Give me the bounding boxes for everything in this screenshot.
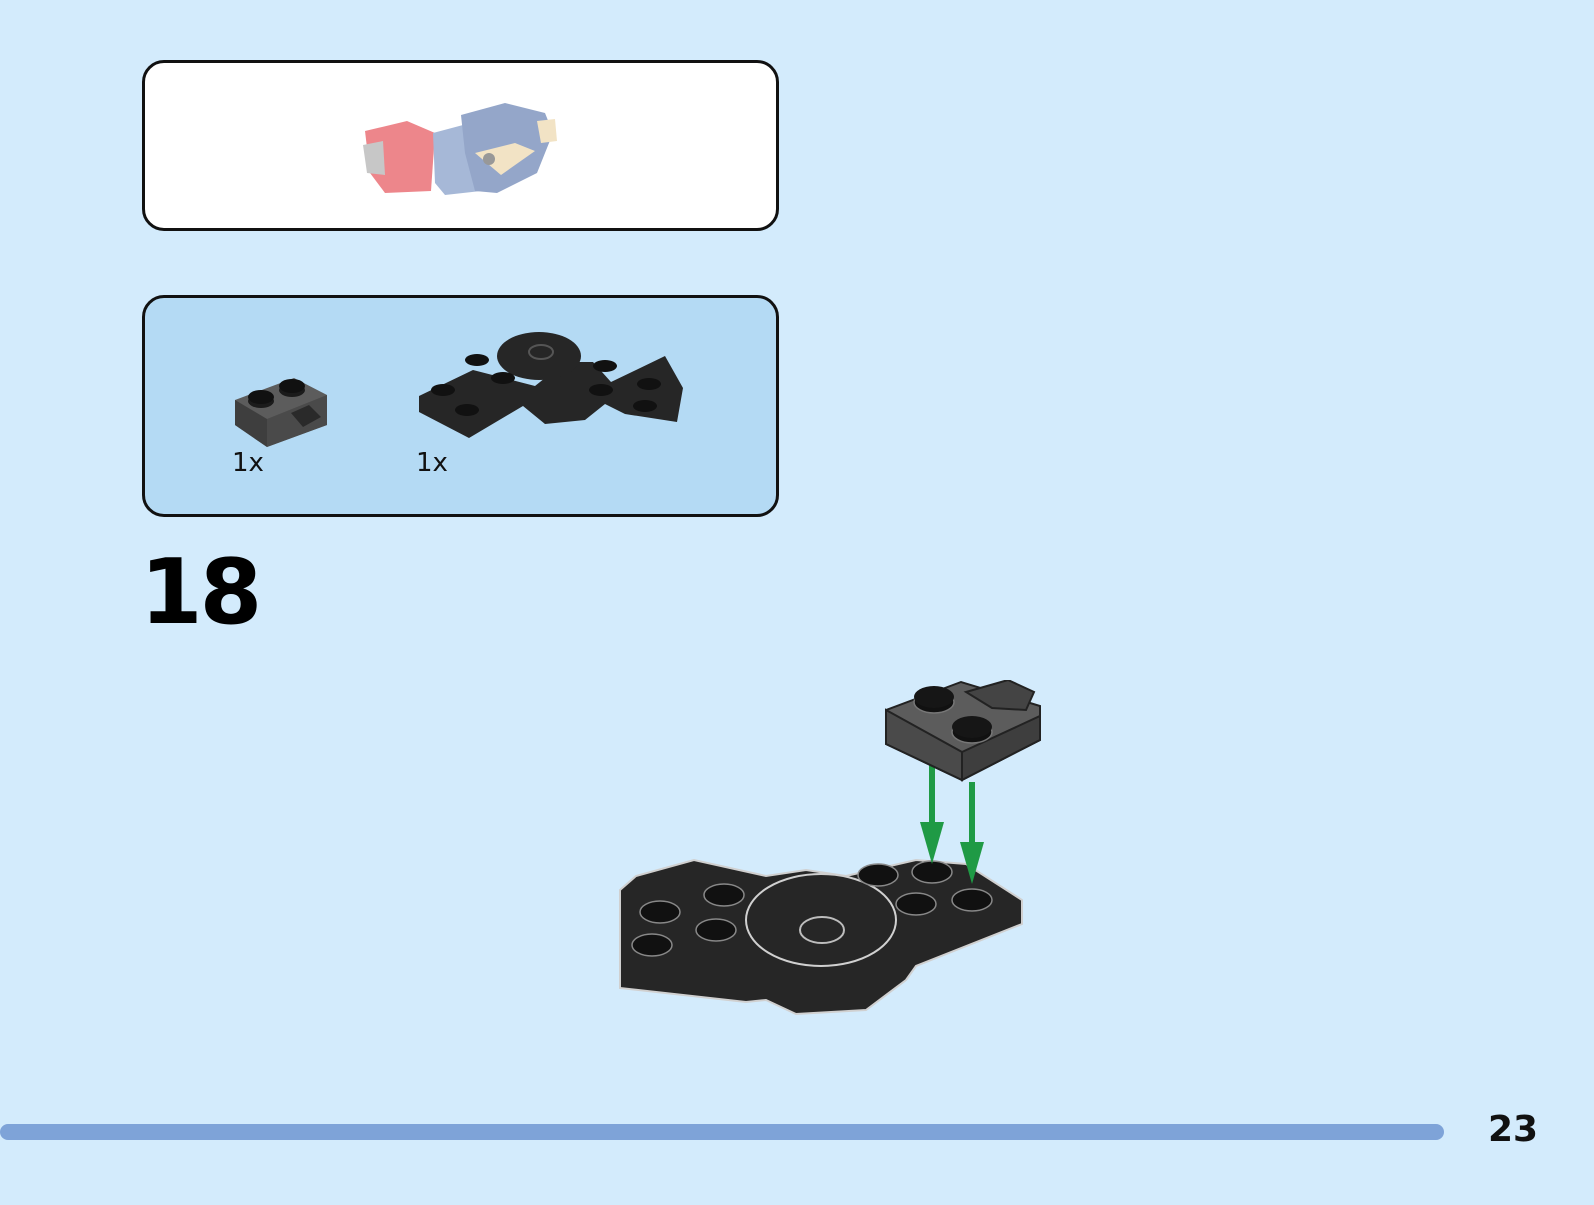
progress-bar xyxy=(0,1124,1444,1140)
curved-plate-icon xyxy=(419,332,683,438)
subassembly-preview-box xyxy=(142,60,779,231)
clip-plate-part xyxy=(885,680,1041,782)
parts-list-box: 1x 1x xyxy=(142,295,779,517)
part-1-quantity: 1x xyxy=(232,448,264,478)
part-2-quantity: 1x xyxy=(416,448,448,478)
curved-plate-base xyxy=(619,858,1023,1016)
clip-plate-icon xyxy=(235,378,327,447)
placement-arrows xyxy=(920,762,984,884)
assembly-illustration xyxy=(619,680,1041,1016)
progress-bar-fill xyxy=(0,1124,1444,1140)
page-number: 23 xyxy=(1488,1109,1539,1150)
subassembly-preview-image xyxy=(363,103,557,195)
step-number: 18 xyxy=(140,540,262,645)
